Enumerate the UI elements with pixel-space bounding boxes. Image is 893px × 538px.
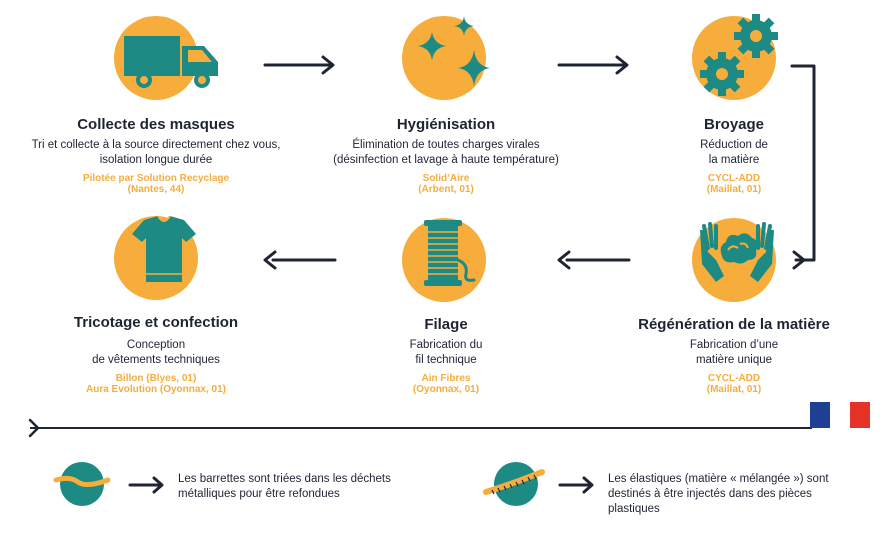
step-filage: Filage Fabrication du fil technique Ain … [296, 200, 596, 400]
step-partner-line: (Maillat, 01) [706, 184, 762, 195]
legend-text-line: Les barrettes sont triées dans les déche… [178, 473, 391, 485]
truck-icon [124, 36, 218, 88]
step-description: Élimination de toutes charges virales (d… [296, 138, 596, 168]
step-description-line: matière unique [695, 354, 773, 366]
legend-text-line: destinés à être injectés dans des pièces [608, 488, 812, 500]
step-description-line: fil technique [415, 354, 477, 366]
timeline-line [28, 418, 812, 438]
legend-arrow [128, 476, 164, 494]
legend-text: Les barrettes sont triées dans les déche… [178, 472, 391, 502]
step-description: Fabrication d’une matière unique [584, 338, 884, 368]
step-title: Tricotage et confection [73, 314, 239, 331]
step-description-line: la matière [708, 154, 760, 166]
step-partner-line: Billon (Blyes, 01) [115, 373, 197, 384]
hands-icon [700, 222, 774, 282]
legend-text-line: Les élastiques (matière « mélangée ») so… [608, 473, 829, 485]
step-description-line: Conception [126, 339, 186, 351]
step-title: Filage [424, 316, 468, 333]
step-partner: CYCL-ADD (Maillat, 01) [584, 373, 884, 395]
step-description-line: Fabrication du [409, 339, 483, 351]
step-description-line: Tri et collecte à la source directement … [31, 139, 281, 151]
tshirt-icon [132, 215, 196, 282]
step-tricotage: Tricotage et confection Conception de vê… [6, 200, 306, 400]
step-description-line: isolation longue durée [99, 154, 213, 166]
step-partner-line: Solid’Aire [422, 173, 470, 184]
step-description-line: Élimination de toutes charges virales [352, 139, 540, 151]
step-partner-line: CYCL-ADD [707, 173, 761, 184]
step-description: Fabrication du fil technique [296, 338, 596, 368]
step-description-line: Réduction de [700, 139, 768, 151]
flow-arrow-down [790, 64, 816, 270]
step-description-line: (désinfection et lavage à haute températ… [333, 154, 559, 166]
step-description: Tri et collecte à la source directement … [6, 138, 306, 168]
step-title: Hygiénisation [396, 116, 496, 133]
thread-spool-icon [424, 220, 476, 286]
step-partner: Billon (Blyes, 01) Aura Evolution (Oyonn… [6, 373, 306, 395]
step-partner-line: Pilotée par Solution Recyclage [82, 173, 230, 184]
gears-icon [700, 14, 778, 96]
step-partner-line: Aura Evolution (Oyonnax, 01) [85, 384, 227, 395]
nose-clip-icon [53, 462, 111, 506]
step-description-line: de vêtements techniques [92, 354, 220, 366]
step-regeneration: Régénération de la matière Fabrication d… [584, 200, 884, 400]
legend-text-line: métalliques pour être refondues [178, 488, 340, 500]
elastic-band-icon [483, 462, 545, 506]
flow-arrow-left [557, 250, 631, 270]
step-description: Conception de vêtements techniques [6, 338, 306, 368]
legend-text: Les élastiques (matière « mélangée ») so… [608, 472, 829, 517]
sparkles-icon [418, 16, 490, 86]
step-partner: Pilotée par Solution Recyclage (Nantes, … [6, 173, 306, 195]
step-partner: CYCL-ADD (Maillat, 01) [584, 173, 884, 195]
step-title: Collecte des masques [77, 116, 235, 133]
step-collecte: Collecte des masques Tri et collecte à l… [6, 0, 306, 200]
flow-arrow-right [557, 55, 629, 75]
step-title: Broyage [703, 116, 765, 133]
step-partner-line: (Maillat, 01) [706, 384, 762, 395]
flow-arrow-right [263, 55, 335, 75]
step-description: Réduction de la matière [584, 138, 884, 168]
step-partner-line: (Arbent, 01) [418, 184, 474, 195]
step-title: Régénération de la matière [638, 316, 830, 333]
step-partner-line: (Oyonnax, 01) [412, 384, 480, 395]
step-hygienisation: Hygiénisation Élimination de toutes char… [296, 0, 596, 200]
step-partner: Solid’Aire (Arbent, 01) [296, 173, 596, 195]
step-description-line: Fabrication d’une [689, 339, 779, 351]
step-partner: Ain Fibres (Oyonnax, 01) [296, 373, 596, 395]
step-partner-line: Ain Fibres [421, 373, 471, 384]
step-partner-line: (Nantes, 44) [127, 184, 185, 195]
flow-arrow-left [263, 250, 337, 270]
legend-text-line: plastiques [608, 503, 660, 515]
step-partner-line: CYCL-ADD [707, 373, 761, 384]
step-broyage: Broyage Réduction de la matière CYCL-ADD… [584, 0, 884, 200]
france-flag-icon [810, 402, 870, 428]
legend-arrow [558, 476, 594, 494]
